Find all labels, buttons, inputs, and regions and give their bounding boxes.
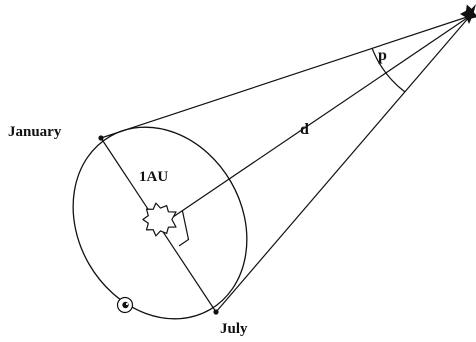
star-icon <box>460 4 476 24</box>
july-label: July <box>220 321 248 337</box>
earth-orbit <box>72 126 248 320</box>
july-point <box>213 309 219 315</box>
earth-icon <box>116 296 134 314</box>
sun-icon <box>142 202 177 237</box>
january-point <box>98 135 104 141</box>
earth-sun-distance-label: 1AU <box>139 169 168 185</box>
right-angle-marker <box>178 210 190 247</box>
sight-line-sun <box>172 15 471 218</box>
january-label: January <box>8 124 62 140</box>
parallax-angle-label: p <box>378 47 387 64</box>
sight-line-january <box>100 15 471 139</box>
star-distance-label: d <box>300 121 309 138</box>
sight-line-july <box>215 15 471 313</box>
parallax-angle-arc <box>371 47 406 93</box>
